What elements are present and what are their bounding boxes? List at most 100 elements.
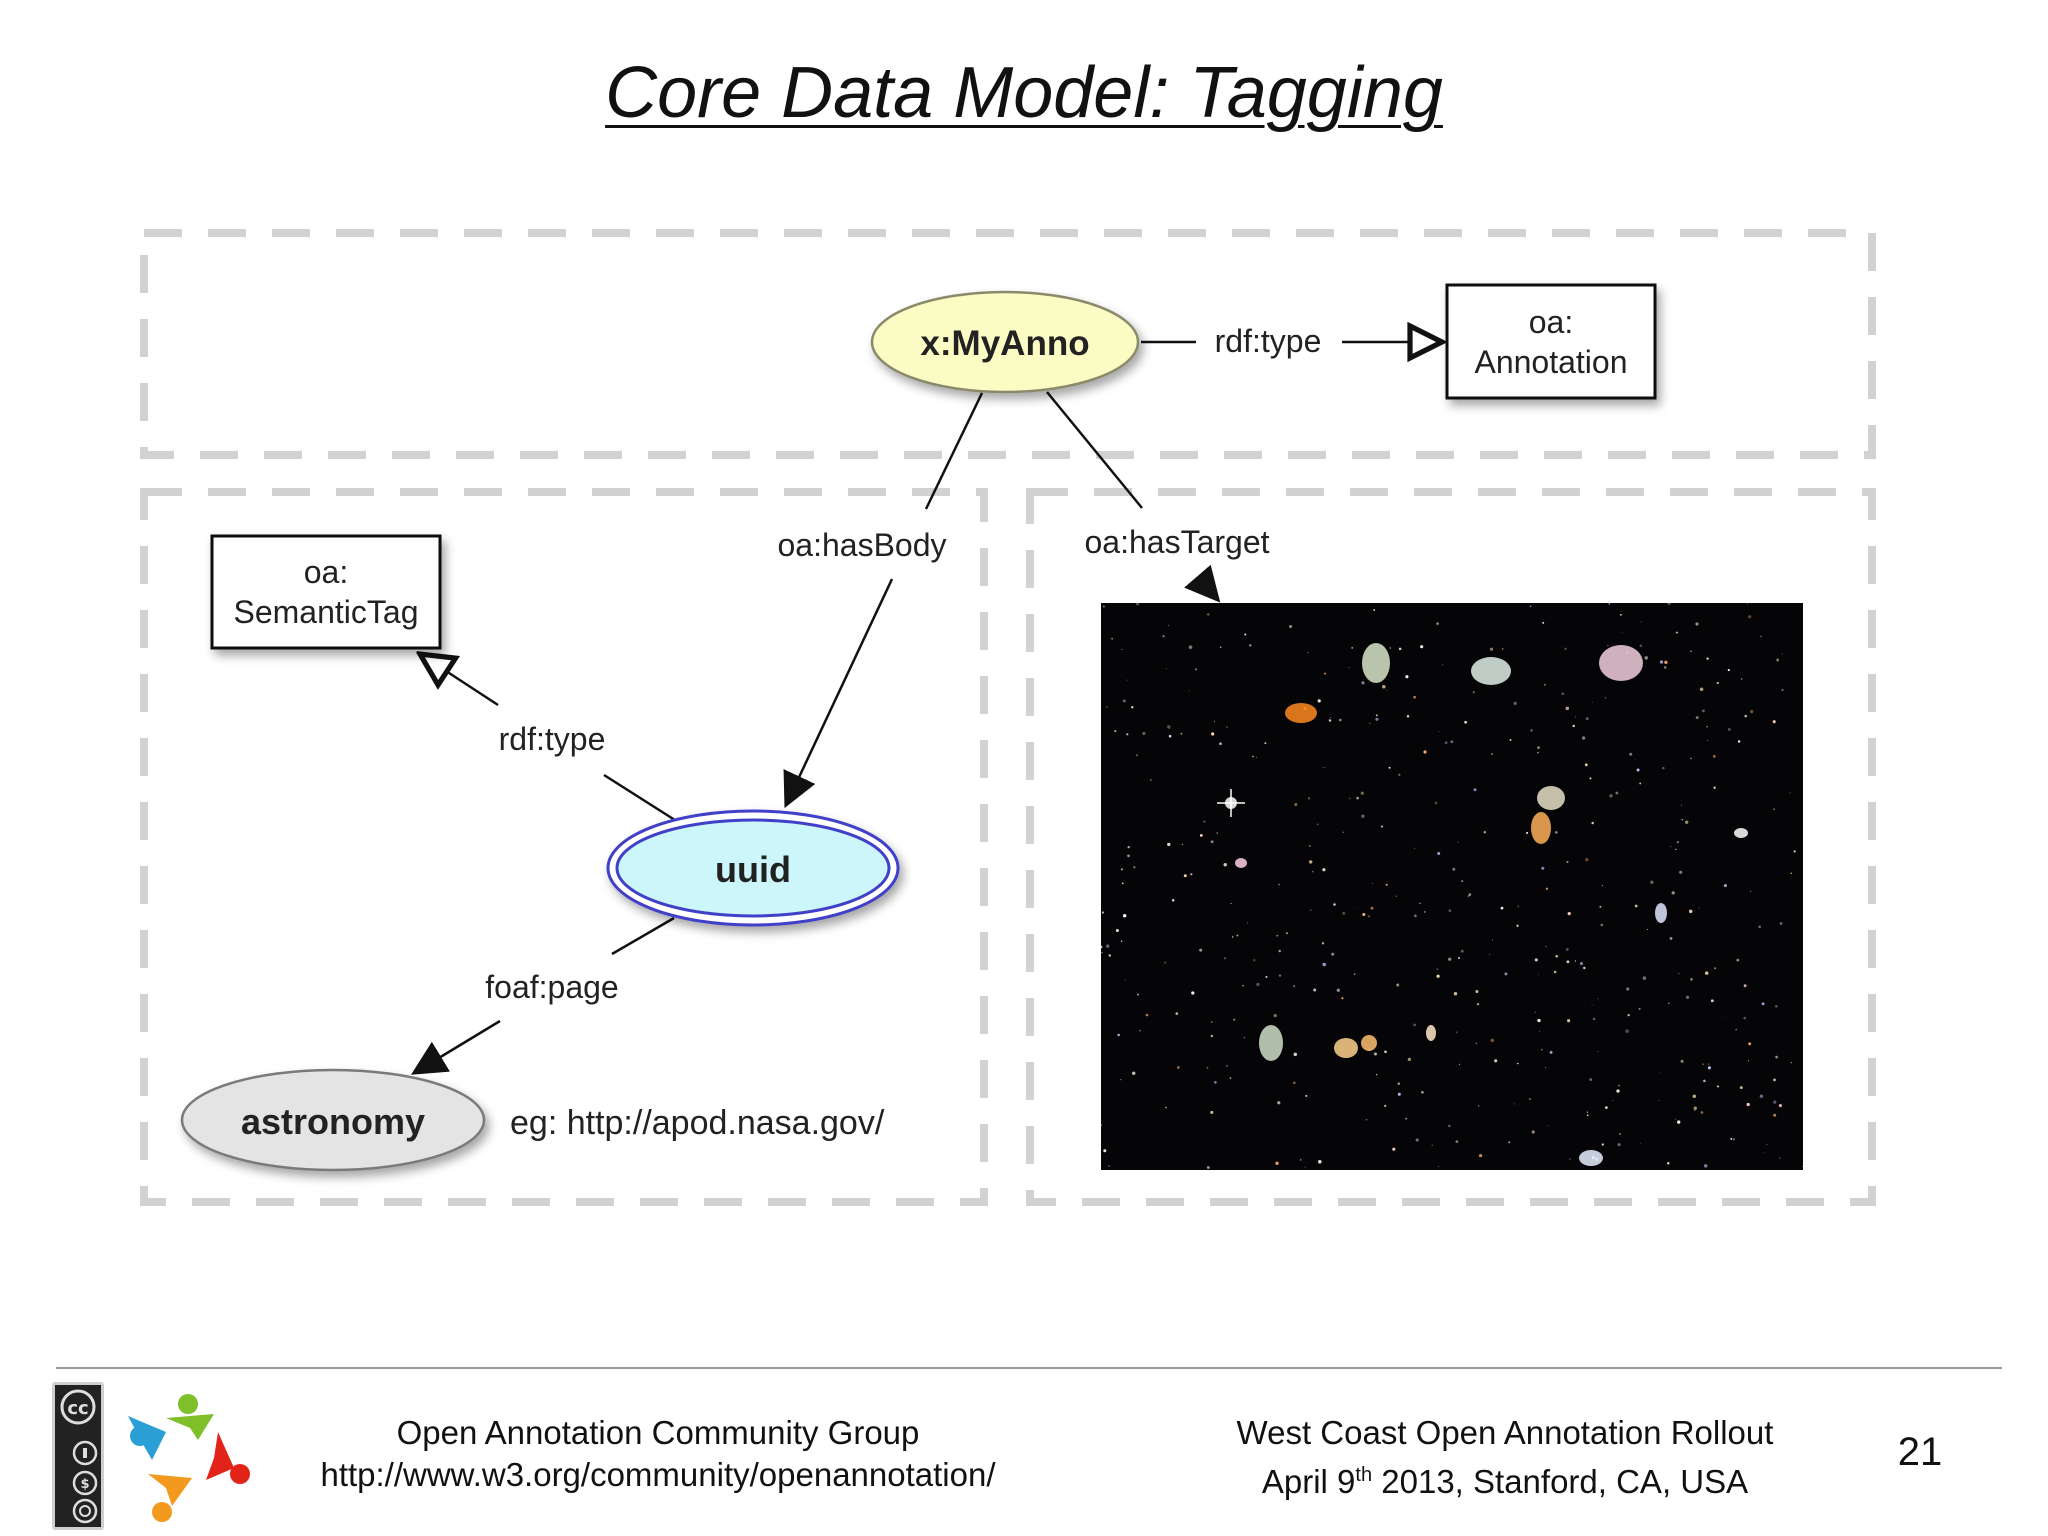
star-point (1211, 732, 1215, 736)
star-point (1249, 644, 1252, 647)
star-point (1210, 1034, 1213, 1038)
star-point (1313, 988, 1317, 992)
star-point (1372, 882, 1374, 884)
star-point (1285, 932, 1288, 935)
page-node (180, 1068, 486, 1172)
star-point (1342, 911, 1346, 915)
footer-event-date-prefix: April 9 (1261, 1463, 1356, 1500)
star-point (1273, 1013, 1277, 1018)
star-point (1236, 934, 1239, 937)
star-point (1165, 668, 1167, 670)
star-point (1229, 1077, 1232, 1079)
star-point (1659, 660, 1664, 664)
star-point (1574, 960, 1577, 962)
star-point (1275, 1161, 1279, 1165)
star-point (1773, 1078, 1776, 1082)
star-point (1591, 821, 1594, 825)
star-point (1199, 834, 1203, 837)
star-point (1168, 734, 1172, 738)
star-point (1342, 831, 1344, 833)
star-point (1310, 909, 1312, 911)
star-point (1561, 692, 1565, 696)
star-point (1168, 624, 1170, 626)
star-point (1388, 766, 1391, 769)
footer-event-name: West Coast Open Annotation Rollout (1236, 1414, 1774, 1451)
galaxy-blob (1579, 1150, 1603, 1166)
star-point (1565, 706, 1570, 711)
star-point (1351, 647, 1354, 649)
star-point (1737, 740, 1741, 743)
logo-figure-blue (128, 1416, 166, 1460)
star-point (1638, 1007, 1641, 1010)
star-point (1460, 949, 1464, 953)
star-point (1341, 997, 1344, 1000)
star-point (1692, 1094, 1696, 1098)
star-point (1690, 978, 1693, 981)
star-point (1750, 890, 1752, 892)
star-point (1473, 788, 1477, 792)
galaxy-blob (1599, 645, 1643, 681)
star-point (1305, 1094, 1308, 1097)
star-point (1328, 719, 1332, 722)
star-point (1108, 954, 1112, 957)
star-point (1457, 956, 1461, 960)
star-point (1707, 1066, 1711, 1070)
footer-event-date: April 9th 2013, Stanford, CA, USA (1190, 1454, 1820, 1503)
star-point (1790, 1062, 1792, 1064)
star-point (1307, 651, 1309, 654)
star-point (1423, 750, 1427, 754)
star-point (1619, 1133, 1621, 1135)
star-point (1626, 987, 1630, 991)
star-point (1206, 613, 1210, 616)
star-point (1375, 717, 1379, 721)
star-point (1203, 820, 1206, 823)
star-point (1476, 1003, 1480, 1006)
star-point (1740, 678, 1743, 680)
page-number: 21 (1897, 1430, 1943, 1474)
star-point (1758, 925, 1761, 929)
star-point (1293, 1081, 1296, 1085)
star-point (1695, 716, 1699, 720)
star-point (1545, 887, 1549, 890)
star-point (1591, 1004, 1593, 1006)
star-point (1675, 631, 1678, 634)
star-point (1244, 633, 1247, 636)
star-point (1706, 726, 1708, 728)
star-point (1716, 681, 1719, 685)
body-node-label: uuid (715, 849, 791, 890)
star-point (1103, 1149, 1107, 1153)
star-point (1137, 993, 1139, 996)
star-point (1252, 755, 1254, 758)
star-point (1278, 949, 1281, 953)
star-point (1748, 1042, 1752, 1046)
star-point (1541, 1048, 1543, 1051)
star-point (1674, 1118, 1676, 1120)
star-point (1149, 779, 1152, 782)
star-point (1255, 756, 1258, 758)
star-point (1126, 733, 1129, 736)
star-point (1115, 928, 1119, 933)
star-point (1398, 773, 1401, 776)
star-point (1293, 985, 1296, 988)
star-point (1712, 755, 1716, 758)
star-point (1688, 909, 1693, 914)
star-point (1165, 1106, 1167, 1109)
target-group-box (1026, 488, 1876, 1206)
star-point (1526, 831, 1529, 834)
star-point (1278, 974, 1282, 977)
star-point (1517, 905, 1520, 908)
star-point (1177, 1065, 1180, 1069)
star-point (1213, 720, 1215, 722)
has-body-label: oa:hasBody (777, 527, 946, 563)
annotation-class-box (1445, 283, 1657, 400)
footer-org-url[interactable]: http://www.w3.org/community/openannotati… (320, 1456, 996, 1493)
star-point (1668, 1002, 1670, 1005)
star-point (1693, 1106, 1697, 1110)
star-point (1781, 688, 1784, 692)
star-point (1385, 883, 1388, 886)
star-point (1323, 766, 1325, 768)
star-point (1675, 848, 1677, 851)
star-point (1181, 843, 1183, 846)
galaxy-blob (1655, 903, 1667, 923)
